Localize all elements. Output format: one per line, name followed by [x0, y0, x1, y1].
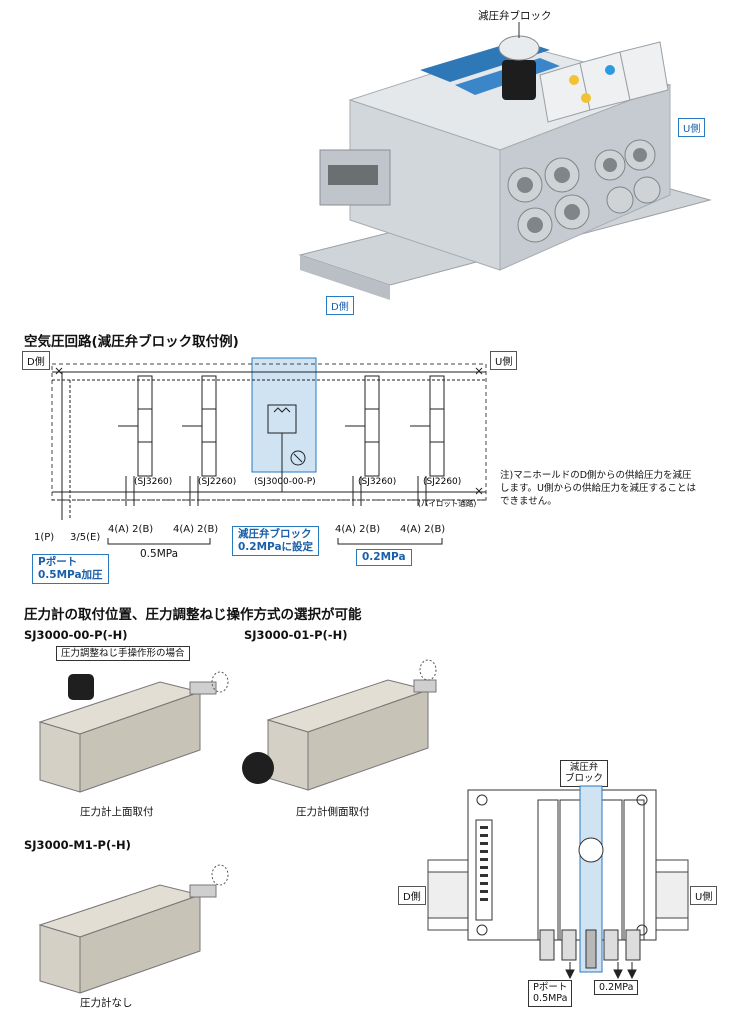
model-2-caption: 圧力計側面取付 [296, 806, 370, 818]
p-port-box: Pポート 0.5MPa加圧 [32, 554, 109, 585]
front-p-port: Pポート 0.5MPa [528, 980, 573, 1007]
circuit-note: 注)マニホールドのD側からの供給圧力を減圧します。U側からの供給圧力を減圧するこ… [500, 470, 697, 507]
pressure-02-box: 0.2MPa [356, 549, 412, 567]
front-u-side: U側 [690, 886, 718, 905]
model-2-name: SJ3000-01-P(-H) [244, 628, 348, 642]
port-e: 3/5(E) [70, 532, 101, 543]
reducer-block-box: 減圧弁ブロック 0.2MPaに設定 [232, 526, 320, 557]
gauge-section-title: 圧力計の取付位置、圧力調整ねじ操作方式の選択が可能 [24, 607, 362, 623]
port-ab-1: 4(A) 2(B) [108, 524, 154, 535]
circuit-valve-1: (SJ3260) [134, 477, 172, 487]
reducer-highlight [251, 357, 317, 473]
port-ab-3: 4(A) 2(B) [335, 524, 381, 535]
u-side-label: U側 [678, 118, 706, 137]
model-1-name: SJ3000-00-P(-H) [24, 628, 128, 642]
circuit-valve-4: (SJ3260) [358, 477, 396, 487]
model-3-illustration [38, 864, 229, 994]
circuit-pilot-passage: (パイロット通路) [418, 498, 476, 508]
manifold-photo-illustration [298, 22, 712, 300]
circuit-d-side: D側 [22, 351, 50, 370]
front-view-drawing [427, 785, 689, 980]
pressure-05-label: 0.5MPa [140, 548, 179, 560]
circuit-u-side: U側 [490, 351, 518, 370]
pressure-brackets [107, 538, 443, 545]
pneumatic-circuit-diagram: (SJ3260) (SJ2260) (SJ3000-00-P) (SJ3260)… [51, 357, 487, 520]
model-1-illustration [38, 671, 229, 793]
valve-symbols [118, 375, 445, 506]
port-ab-2: 4(A) 2(B) [173, 524, 219, 535]
model-1-caption: 圧力計上面取付 [80, 806, 154, 818]
top-photo: 減圧弁ブロック U側 D側 [290, 0, 745, 320]
model-3-name: SJ3000-M1-P(-H) [24, 838, 131, 852]
front-d-side: D側 [398, 886, 426, 905]
reducer-block-callout: 減圧弁ブロック [478, 10, 552, 22]
port-p: 1(P) [34, 532, 55, 543]
circuit-title: 空気圧回路(減圧弁ブロック取付例) [24, 334, 239, 350]
model-3-caption: 圧力計なし [80, 997, 133, 1009]
circuit-valve-5: (SJ2260) [423, 477, 461, 487]
circuit-valve-2: (SJ2260) [198, 477, 236, 487]
port-ab-4: 4(A) 2(B) [400, 524, 446, 535]
d-side-label: D側 [326, 296, 354, 315]
circuit-valve-3: (SJ3000-00-P) [254, 477, 316, 487]
front-pressure: 0.2MPa [594, 980, 639, 996]
model-1-note: 圧力調整ねじ手操作形の場合 [56, 646, 190, 662]
reducer-column-highlight [579, 785, 603, 973]
model-2-illustration [242, 659, 437, 791]
